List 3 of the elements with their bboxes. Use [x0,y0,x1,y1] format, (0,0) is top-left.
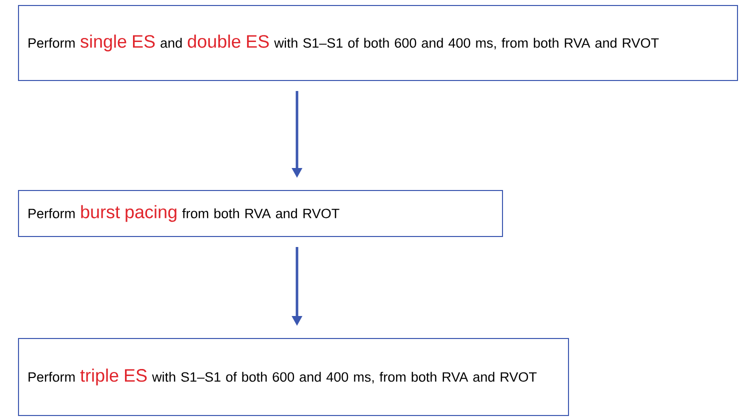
process-box: Perform triple ES with S1–S1 of both 600 and 400 ms, from both RVA and RVOT [18,338,569,416]
process-box: Perform burst pacing from both RVA and RVOT [18,190,503,237]
process-box: Perform single ES and double ES with S1–S1 of both 600 and 400 ms, from both RVA and RVOT [18,5,738,81]
